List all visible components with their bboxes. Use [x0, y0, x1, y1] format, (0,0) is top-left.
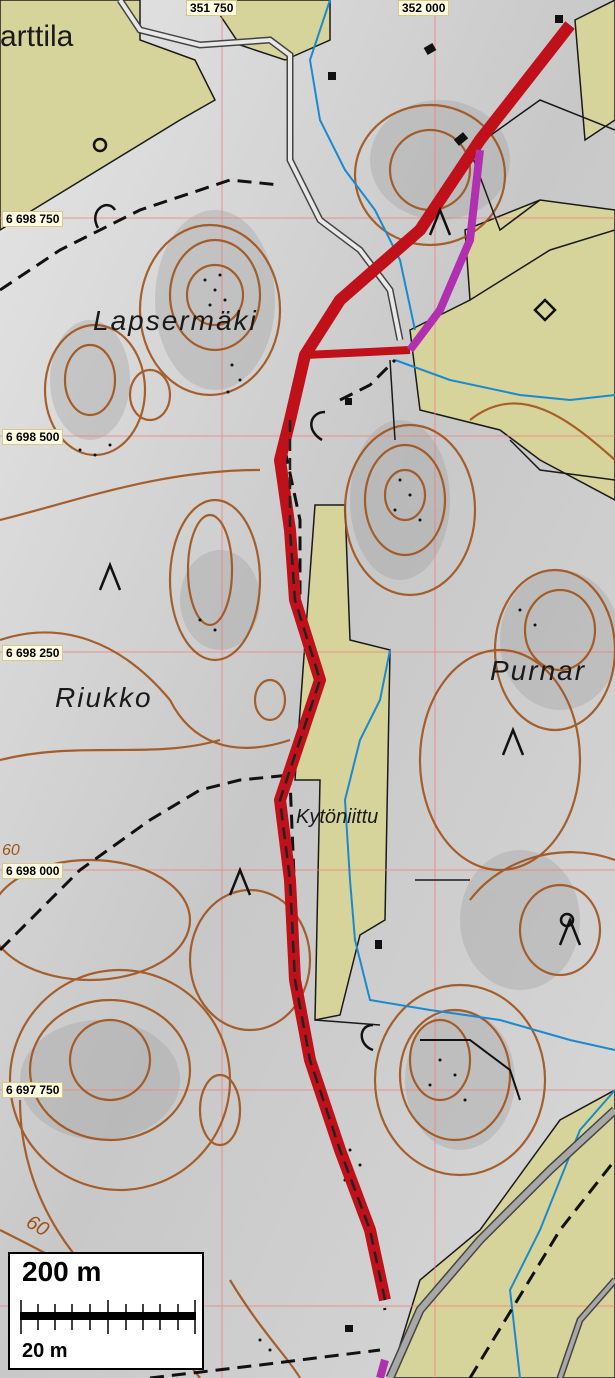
stone-symbol: [533, 298, 557, 322]
cliff-symbol: [228, 866, 252, 896]
cliff-symbol: [98, 561, 122, 591]
cliff-symbol: [428, 206, 452, 236]
route: [274, 21, 575, 1378]
relief-shading: [20, 100, 615, 1150]
contour-label: 60: [2, 842, 20, 859]
northing-label: 6 698 000: [2, 863, 64, 879]
place-name-purnar: Purnar: [490, 655, 587, 686]
buildings: [328, 15, 563, 1332]
cliff-line: [420, 1039, 521, 1101]
pit-symbol: [94, 203, 117, 229]
northing-label: 6 698 750: [2, 211, 64, 227]
northing-label: 6 697 750: [2, 1082, 64, 1098]
footpaths: [0, 178, 615, 1378]
place-name-lapsermaki: Lapsermäki: [93, 305, 258, 336]
pit-symbol: [360, 1023, 374, 1052]
place-name-arttila: arttila: [0, 20, 74, 53]
map-symbols: [92, 137, 582, 1052]
place-name-riukko: Riukko: [55, 682, 153, 713]
rock-dots: [78, 273, 537, 1352]
northing-label: 6 698 500: [2, 429, 64, 445]
scale-bar: [20, 1312, 196, 1320]
boulder-symbol: [92, 137, 108, 153]
scale-legend: 200 m 20 m: [8, 1252, 204, 1370]
field-kytoniittu: [294, 504, 391, 1021]
scale-small-label: 20 m: [22, 1340, 68, 1362]
pit-symbol: [310, 410, 326, 442]
cliff-symbol: [558, 916, 582, 946]
easting-label: 351 750: [186, 0, 238, 16]
boulder-symbol: [559, 912, 575, 928]
streams: [308, 0, 615, 1378]
northing-label: 6 698 250: [2, 645, 64, 661]
cliff-symbol: [501, 726, 525, 756]
place-name-kytoniittu: Kytöniittu: [296, 806, 379, 828]
contour-lines: [0, 103, 615, 1378]
easting-label: 352 000: [398, 0, 450, 16]
scale-large-label: 200 m: [22, 1256, 102, 1287]
